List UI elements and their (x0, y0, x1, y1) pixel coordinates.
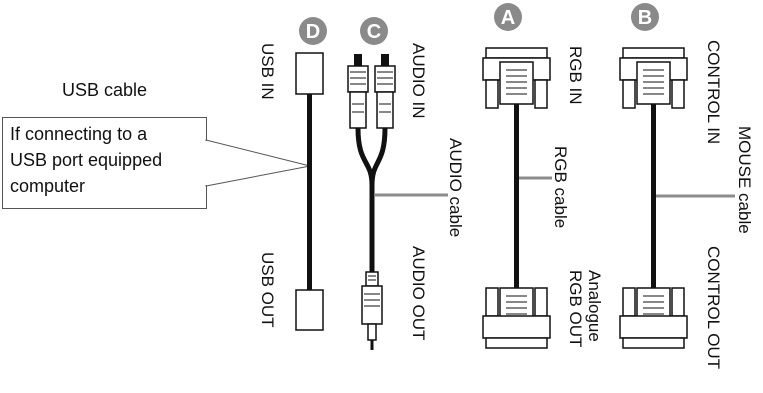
audio-in-label: AUDIO IN (409, 43, 428, 119)
badge-b: B (631, 3, 659, 31)
usb-out-connector (295, 289, 324, 331)
callout-line-1: If connecting to a (10, 124, 148, 144)
svg-text:D: D (306, 21, 320, 43)
rgb-cable-label: RGB cable (551, 146, 570, 228)
control-out-label: CONTROL OUT (704, 246, 723, 369)
callout-line-3: computer (10, 176, 86, 196)
callout-pointer-mask (204, 141, 208, 185)
control-out-connector (619, 287, 688, 349)
rgb-cable (482, 47, 551, 349)
svg-text:B: B (638, 7, 652, 29)
callout-line-2: USB port equipped (10, 150, 163, 170)
callout-pointer (205, 139, 311, 187)
audio-y-left (355, 127, 375, 186)
analogue-label-line-2: RGB OUT (566, 270, 585, 347)
audio-out-label: AUDIO OUT (409, 246, 428, 340)
rgb-out-connector (482, 287, 551, 349)
svg-text:C: C (367, 21, 381, 43)
rgb-in-label: RGB IN (566, 46, 585, 105)
rca-plug-left (347, 54, 369, 129)
mouse-cable-label: MOUSE cable (735, 126, 754, 234)
badge-d: D (299, 17, 327, 45)
audio-y-right (369, 127, 388, 186)
analogue-label-line-1: Analogue (585, 270, 604, 342)
badge-c: C (360, 17, 388, 45)
rgb-in-connector (482, 47, 551, 109)
badge-a: A (494, 3, 522, 31)
usb-out-label: USB OUT (258, 252, 277, 328)
control-in-connector (619, 47, 688, 109)
control-in-label: CONTROL IN (704, 40, 723, 144)
mouse-cable (619, 47, 688, 349)
rca-plug-right (374, 54, 396, 129)
usb-in-connector (295, 52, 324, 95)
audio-cable-label: AUDIO cable (446, 138, 465, 237)
usb-cable-title: USB cable (62, 80, 148, 100)
svg-text:A: A (501, 7, 515, 29)
audio-cable (347, 54, 396, 350)
usb-cable (295, 52, 324, 331)
mini-plug (361, 271, 383, 350)
usb-in-label: USB IN (258, 43, 277, 100)
